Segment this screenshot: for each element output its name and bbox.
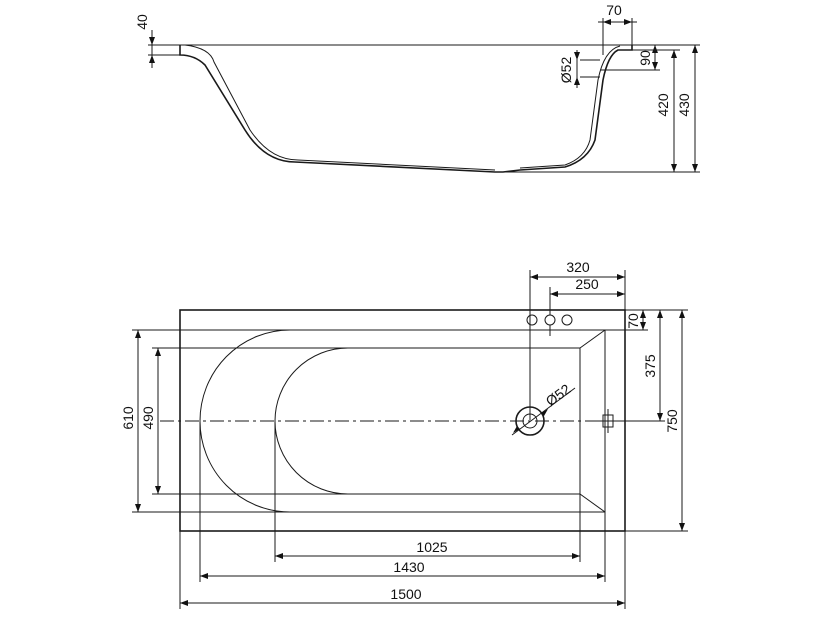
dim-1500-label: 1500 (390, 586, 421, 602)
dim-750-label: 750 (664, 409, 680, 433)
dim-70b-arrow-a (640, 310, 646, 318)
tap-center-circle (544, 314, 556, 326)
dim-610-arrow-b (135, 504, 141, 512)
side-bath-inner-right (519, 45, 621, 169)
dim-490-label: 490 (140, 406, 156, 430)
dim-70-arrow-b (624, 19, 632, 25)
dim-250-arrow-b (617, 291, 625, 297)
dim-d52-top-label: Ø52 (543, 381, 574, 410)
dim-d52-top-line (511, 387, 576, 436)
dim-430-label: 430 (676, 93, 692, 117)
dim-1500-arrow-b (617, 600, 625, 606)
dim-d52-top-arrow-a (513, 426, 520, 433)
dim-375-arrow-a (657, 310, 663, 318)
dim-d52-side-label: Ø52 (558, 57, 574, 84)
dim-1430-label: 1430 (393, 559, 424, 575)
side-bath-inner-profile (184, 44, 496, 171)
dim-d52-top-arrow-b (541, 409, 548, 416)
dim-610-arrow-a (135, 330, 141, 338)
dim-70-label: 70 (606, 2, 622, 18)
dim-420-label: 420 (655, 93, 671, 117)
dim-40-arrow-b (149, 55, 155, 63)
dim-1025-label: 1025 (416, 539, 447, 555)
dim-1430-arrow-b (597, 573, 605, 579)
dim-375-label: 375 (642, 354, 658, 378)
dim-1025-arrow-a (275, 553, 283, 559)
dim-610-label: 610 (120, 406, 136, 430)
dim-430-arrow-a (692, 45, 698, 53)
top-slope-line-b (579, 493, 606, 513)
dim-90-arrow-b (652, 62, 658, 70)
dim-70-arrow-a (603, 19, 611, 25)
dim-d52-side-arrow-a (574, 52, 580, 60)
tap-right-circle (561, 314, 573, 326)
dim-70b-label: 70 (625, 313, 641, 329)
dim-40-arrow-a (149, 37, 155, 45)
tap-left-circle (526, 314, 538, 326)
dim-90-arrow-a (652, 45, 658, 53)
dim-1500-arrow-a (180, 600, 188, 606)
dim-320-arrow-b (617, 274, 625, 280)
side-view: 40 70 Ø52 90 420 430 (134, 2, 700, 173)
dim-750-arrow-a (679, 310, 685, 318)
dim-375-arrow-b (657, 413, 663, 421)
dim-d52-side-arrow-b (574, 77, 580, 85)
dim-320-arrow-a (530, 274, 538, 280)
dim-70b-arrow-b (640, 322, 646, 330)
dim-250-label: 250 (575, 276, 599, 292)
dim-90-label: 90 (637, 50, 653, 66)
dim-320-label: 320 (566, 259, 590, 275)
dim-250-arrow-a (550, 291, 558, 297)
top-inner-rim (199, 329, 606, 513)
dim-490-arrow-b (155, 486, 161, 494)
top-bottom-outline (274, 347, 581, 495)
top-slope-line-a (579, 329, 606, 349)
dim-430-arrow-b (692, 164, 698, 172)
top-view: 320 250 70 375 750 610 (120, 259, 688, 609)
dim-420-arrow-a (671, 50, 677, 58)
dim-420-arrow-b (671, 164, 677, 172)
dim-40-label: 40 (134, 14, 150, 30)
dim-1025-arrow-b (572, 553, 580, 559)
dim-750-arrow-b (679, 523, 685, 531)
dim-1430-arrow-a (200, 573, 208, 579)
dim-490-arrow-a (155, 348, 161, 356)
